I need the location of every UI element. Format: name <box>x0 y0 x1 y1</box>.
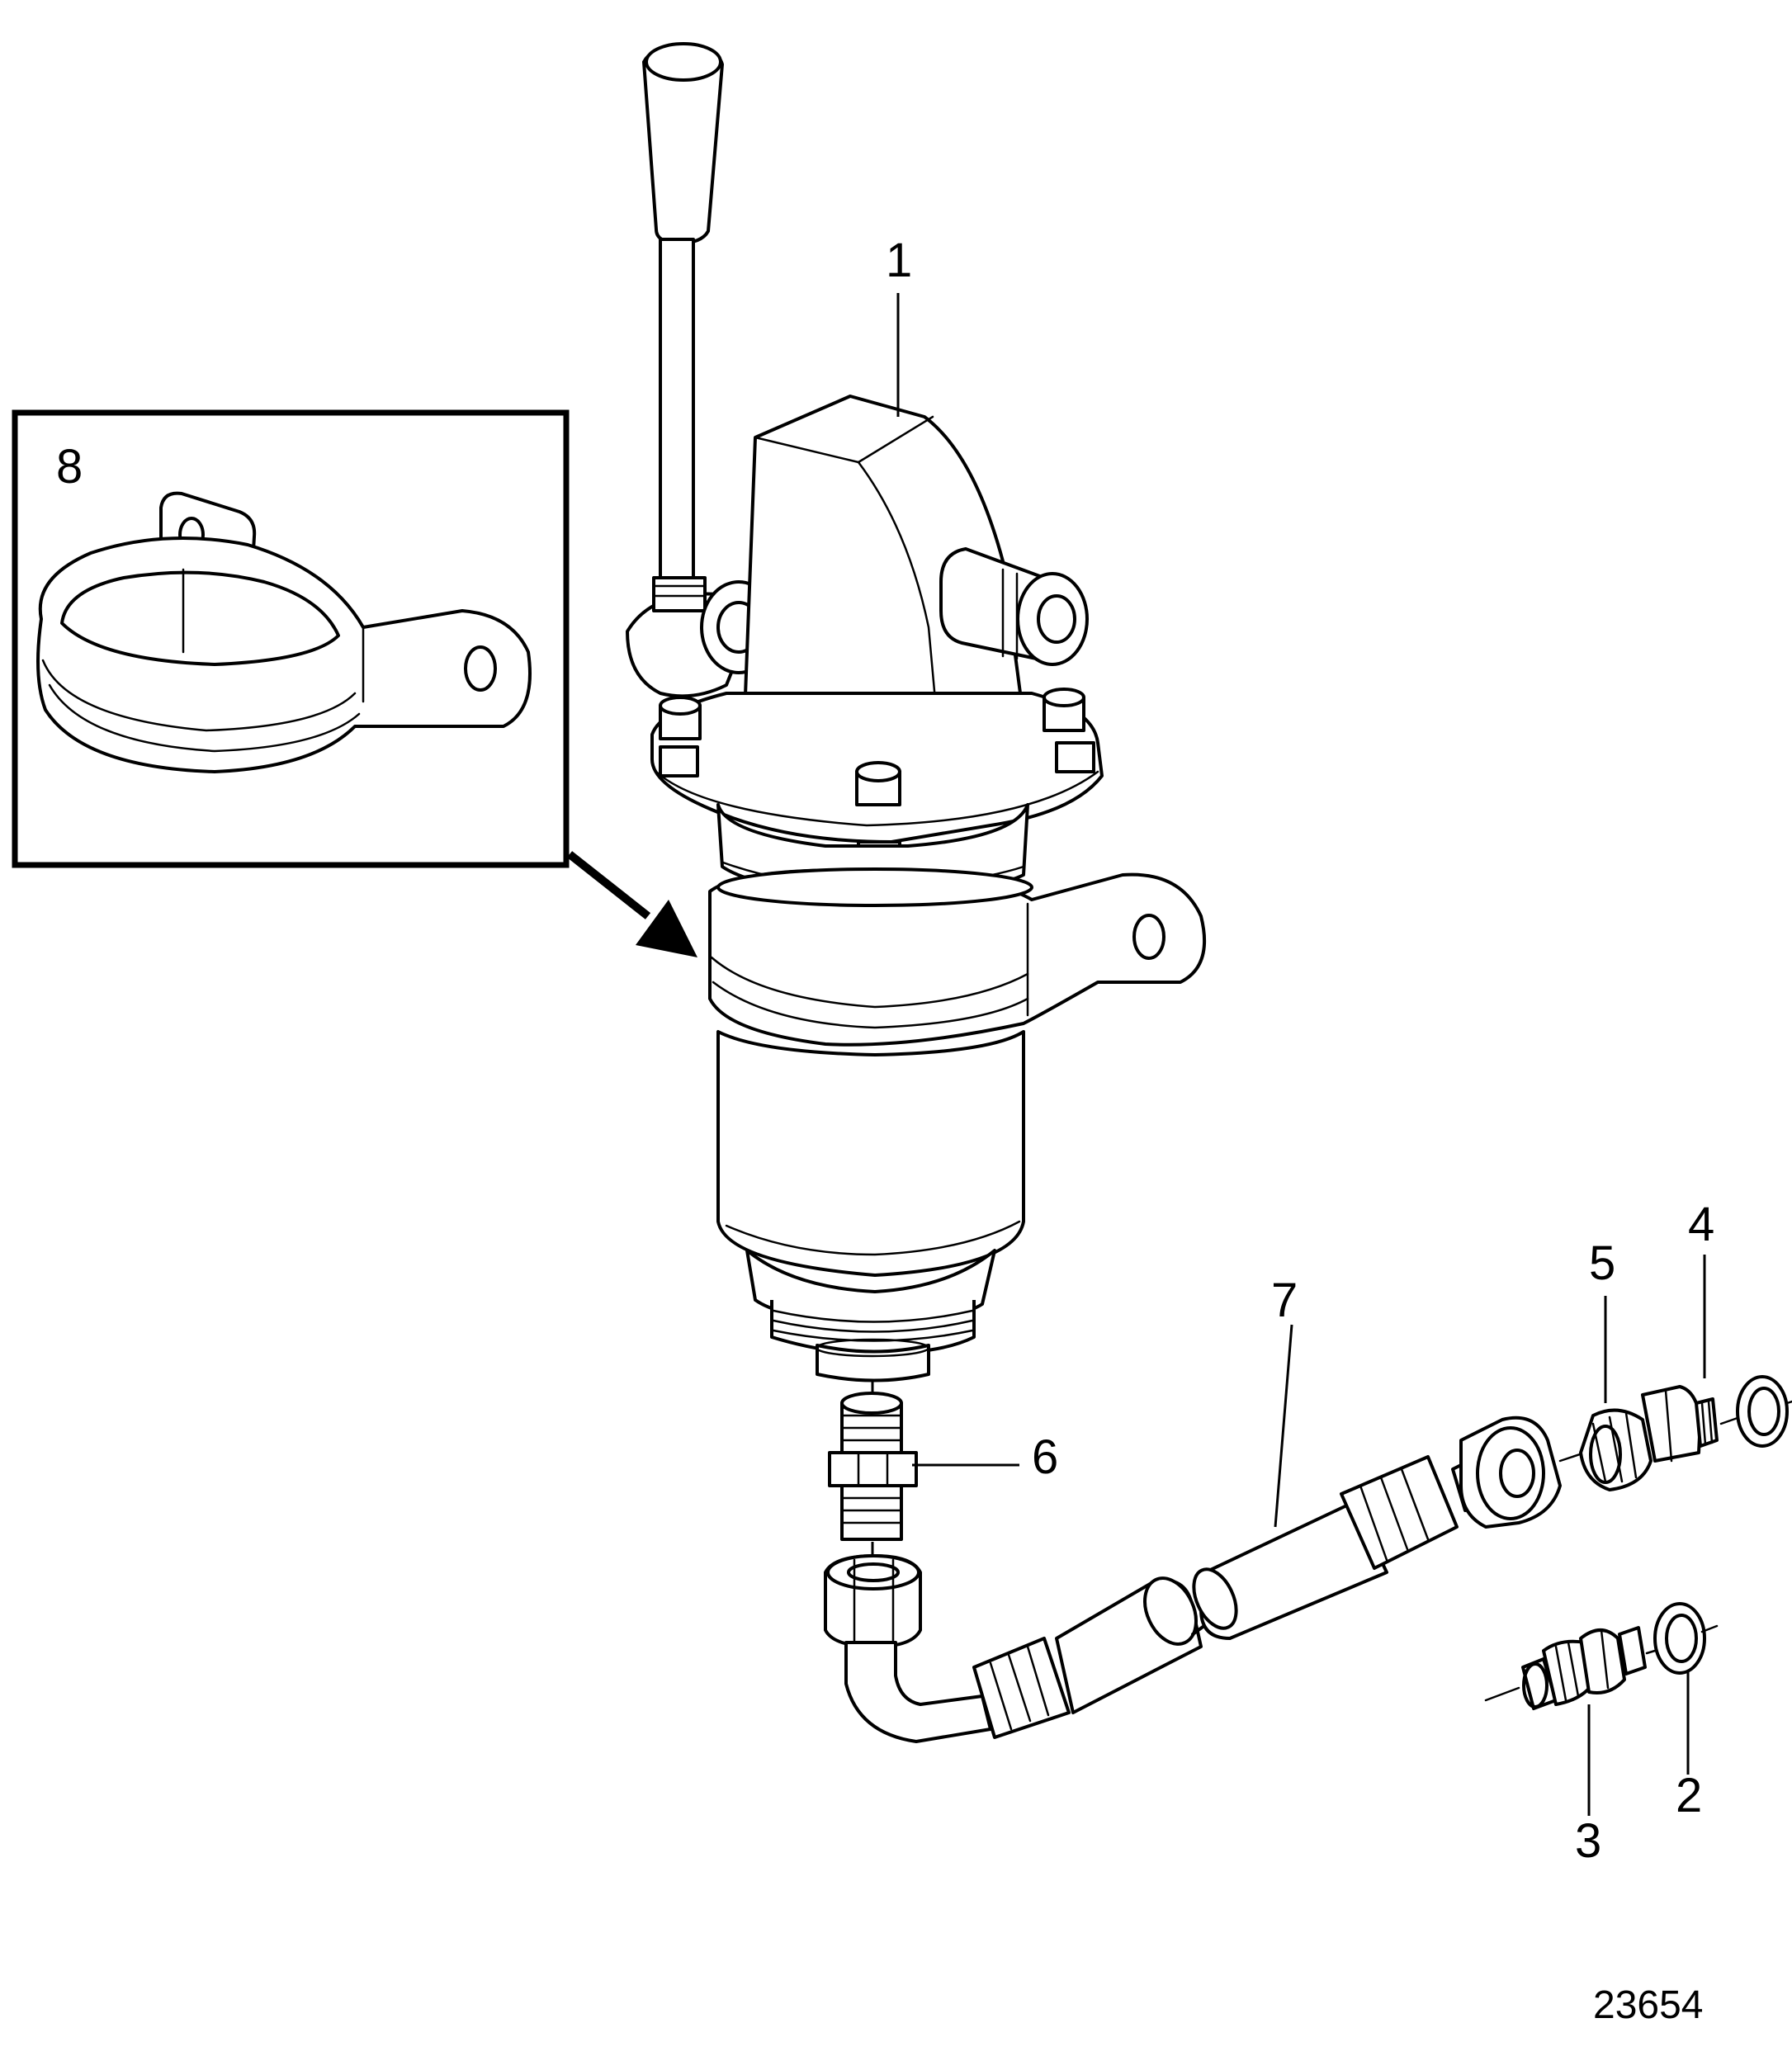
callout-4: 4 <box>1688 1198 1714 1251</box>
washer-upper <box>1719 1375 1792 1448</box>
filter-bowl <box>716 1030 1025 1277</box>
callout-labels: 1 6 7 5 4 2 3 <box>886 234 1714 1868</box>
adapter-nipple <box>828 1380 918 1564</box>
hand-pump-assembly <box>626 42 1207 1382</box>
callout-2: 2 <box>1676 1769 1702 1822</box>
fuel-hose <box>824 1416 1562 1743</box>
callout-5: 5 <box>1589 1236 1615 1290</box>
connector-upper <box>1558 1385 1719 1491</box>
handle-rod <box>659 238 695 604</box>
callout-6: 6 <box>1032 1430 1058 1484</box>
bracket-clamp-detail <box>36 491 532 773</box>
detail-arrow <box>566 851 697 957</box>
callout-3: 3 <box>1575 1814 1601 1868</box>
washer-lower <box>1645 1602 1719 1675</box>
figure-number: 23654 <box>1593 1983 1703 2027</box>
callout-8: 8 <box>56 440 83 494</box>
callout-1: 1 <box>886 234 912 287</box>
callout-7: 7 <box>1271 1274 1298 1327</box>
inset-detail-box: 8 <box>12 409 570 868</box>
connector-lower <box>1484 1626 1647 1710</box>
leader-lines <box>896 293 1706 1816</box>
